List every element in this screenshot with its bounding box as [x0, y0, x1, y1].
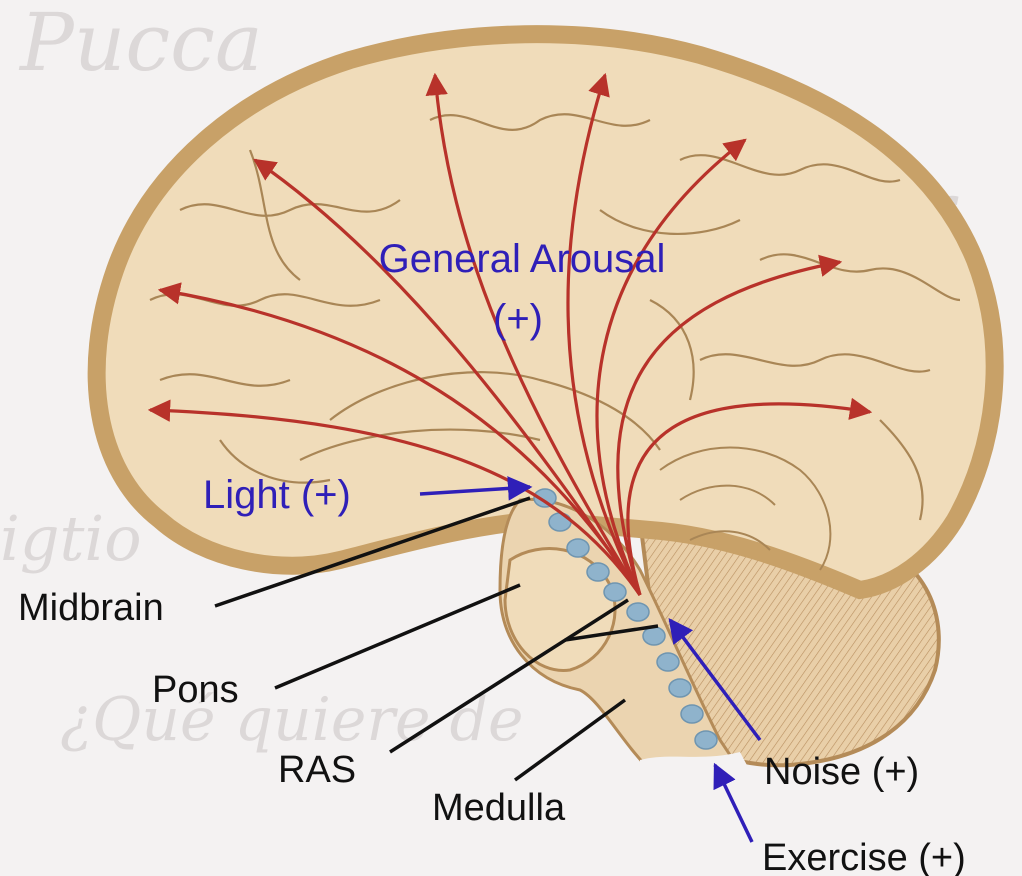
brainstem-cut — [640, 752, 760, 790]
pons-leader — [275, 585, 520, 688]
light-label: Light (+) — [203, 473, 351, 517]
noise-label: Noise (+) — [764, 751, 919, 793]
general-arousal-label: General Arousal — [379, 237, 666, 281]
watermark-text-3: igtio — [0, 502, 142, 575]
medulla-leader — [515, 700, 625, 780]
general-arousal-sign: (+) — [493, 297, 543, 341]
ras-label: RAS — [278, 749, 356, 791]
exercise-label: Exercise (+) — [762, 837, 966, 876]
midbrain-label: Midbrain — [18, 587, 164, 629]
medulla-label: Medulla — [432, 787, 566, 829]
watermark-text-1: Pucca — [18, 0, 263, 89]
pons-label: Pons — [152, 669, 239, 711]
watermark-text-4: ¿Qué quiere de — [60, 685, 524, 755]
